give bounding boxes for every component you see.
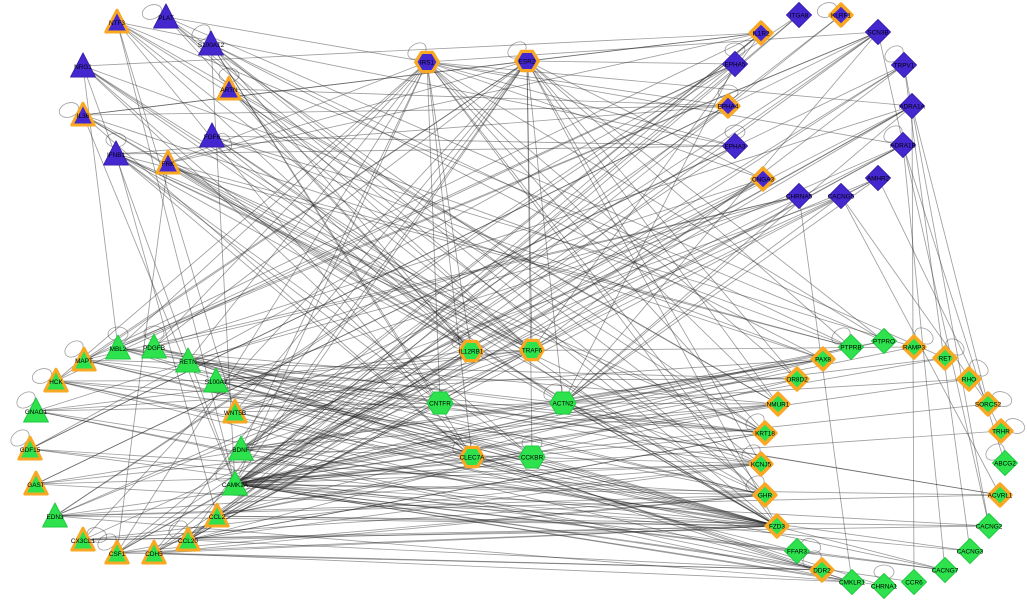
svg-text:NTF3: NTF3 bbox=[109, 20, 125, 27]
svg-text:IL36: IL36 bbox=[77, 113, 90, 120]
svg-text:EPHA3: EPHA3 bbox=[725, 144, 746, 151]
svg-text:CHRNA1: CHRNA1 bbox=[871, 584, 898, 591]
svg-text:DDR2: DDR2 bbox=[813, 568, 831, 575]
svg-text:GHR: GHR bbox=[758, 493, 773, 500]
svg-text:PAX8: PAX8 bbox=[815, 357, 831, 364]
svg-text:RET: RET bbox=[939, 356, 952, 363]
svg-text:PTPRO: PTPRO bbox=[873, 339, 895, 346]
svg-text:ARTN: ARTN bbox=[220, 87, 238, 94]
svg-text:ADRA1B: ADRA1B bbox=[890, 143, 916, 150]
svg-text:CCL20: CCL20 bbox=[178, 538, 198, 545]
svg-text:ESR2: ESR2 bbox=[519, 59, 536, 66]
svg-text:CMKLR1: CMKLR1 bbox=[839, 580, 865, 587]
svg-text:IL1R2: IL1R2 bbox=[752, 31, 769, 38]
svg-text:IRS1: IRS1 bbox=[420, 60, 435, 67]
svg-text:EPHA4: EPHA4 bbox=[718, 104, 739, 111]
svg-text:CX3CL1: CX3CL1 bbox=[71, 538, 96, 545]
svg-text:CSF1: CSF1 bbox=[109, 551, 126, 558]
svg-text:AMHR2: AMHR2 bbox=[867, 176, 890, 183]
svg-text:PLAT: PLAT bbox=[158, 15, 174, 22]
svg-text:ADRA1A: ADRA1A bbox=[899, 104, 925, 111]
svg-text:CCL2: CCL2 bbox=[209, 514, 226, 521]
svg-text:GAST: GAST bbox=[27, 482, 44, 489]
svg-text:HCK: HCK bbox=[49, 379, 63, 386]
svg-text:IFNB1: IFNB1 bbox=[107, 152, 126, 159]
svg-text:TRHR: TRHR bbox=[992, 429, 1010, 436]
svg-text:PTPRB: PTPRB bbox=[840, 345, 861, 352]
svg-text:CHRNA5: CHRNA5 bbox=[786, 194, 813, 201]
svg-text:NMUR1: NMUR1 bbox=[767, 402, 790, 409]
svg-text:CDH5: CDH5 bbox=[145, 551, 163, 558]
svg-text:ABCG2: ABCG2 bbox=[994, 461, 1016, 468]
svg-text:ITGA8: ITGA8 bbox=[790, 13, 809, 20]
svg-text:PDGFB: PDGFB bbox=[143, 345, 165, 352]
svg-text:CACNG7: CACNG7 bbox=[932, 568, 959, 575]
svg-text:SORCS2: SORCS2 bbox=[975, 402, 1002, 409]
svg-text:FFAR3: FFAR3 bbox=[787, 549, 807, 556]
svg-text:GNAO1: GNAO1 bbox=[25, 409, 48, 416]
svg-text:RETN: RETN bbox=[179, 359, 197, 366]
svg-text:RHO: RHO bbox=[962, 377, 976, 384]
svg-text:CAMK2A: CAMK2A bbox=[222, 482, 249, 489]
svg-text:ACVRL1: ACVRL1 bbox=[988, 493, 1013, 500]
svg-text:TRPV1: TRPV1 bbox=[894, 63, 915, 70]
svg-text:KRT18: KRT18 bbox=[755, 431, 775, 438]
svg-text:S100A7: S100A7 bbox=[205, 379, 228, 386]
svg-text:FRK: FRK bbox=[162, 161, 176, 168]
svg-text:OR8D2: OR8D2 bbox=[786, 377, 808, 384]
svg-text:EPHA5: EPHA5 bbox=[725, 62, 746, 69]
svg-text:CACNG5: CACNG5 bbox=[828, 194, 855, 201]
svg-text:CCR6: CCR6 bbox=[905, 580, 923, 587]
svg-text:S100A12: S100A12 bbox=[198, 42, 225, 49]
svg-text:WNT5B: WNT5B bbox=[224, 410, 246, 417]
svg-text:CLEC7A: CLEC7A bbox=[460, 455, 486, 462]
svg-text:ACTN2: ACTN2 bbox=[553, 401, 574, 408]
svg-text:CACNG3: CACNG3 bbox=[957, 549, 984, 556]
svg-text:IL12RB1: IL12RB1 bbox=[459, 349, 484, 356]
svg-text:CNGA3: CNGA3 bbox=[752, 177, 774, 184]
svg-text:GDF15: GDF15 bbox=[20, 447, 41, 454]
svg-text:RAMP3: RAMP3 bbox=[903, 345, 925, 352]
svg-text:FZD3: FZD3 bbox=[769, 524, 785, 531]
svg-text:CACNG2: CACNG2 bbox=[976, 524, 1003, 531]
svg-text:CCKBR: CCKBR bbox=[521, 455, 544, 462]
svg-text:TRAF6: TRAF6 bbox=[522, 348, 543, 355]
svg-text:FGF6: FGF6 bbox=[204, 134, 221, 141]
svg-text:MAPT: MAPT bbox=[75, 358, 93, 365]
svg-text:SCN3B: SCN3B bbox=[867, 30, 888, 37]
svg-text:KCNJ5: KCNJ5 bbox=[751, 462, 772, 469]
svg-text:MBL2: MBL2 bbox=[110, 346, 127, 353]
svg-text:EDN3: EDN3 bbox=[46, 514, 63, 521]
svg-text:KLRF1: KLRF1 bbox=[831, 13, 851, 20]
svg-text:BDNF: BDNF bbox=[232, 447, 249, 454]
svg-text:CNTFR: CNTFR bbox=[429, 401, 451, 408]
svg-text:NRG1: NRG1 bbox=[74, 64, 92, 71]
